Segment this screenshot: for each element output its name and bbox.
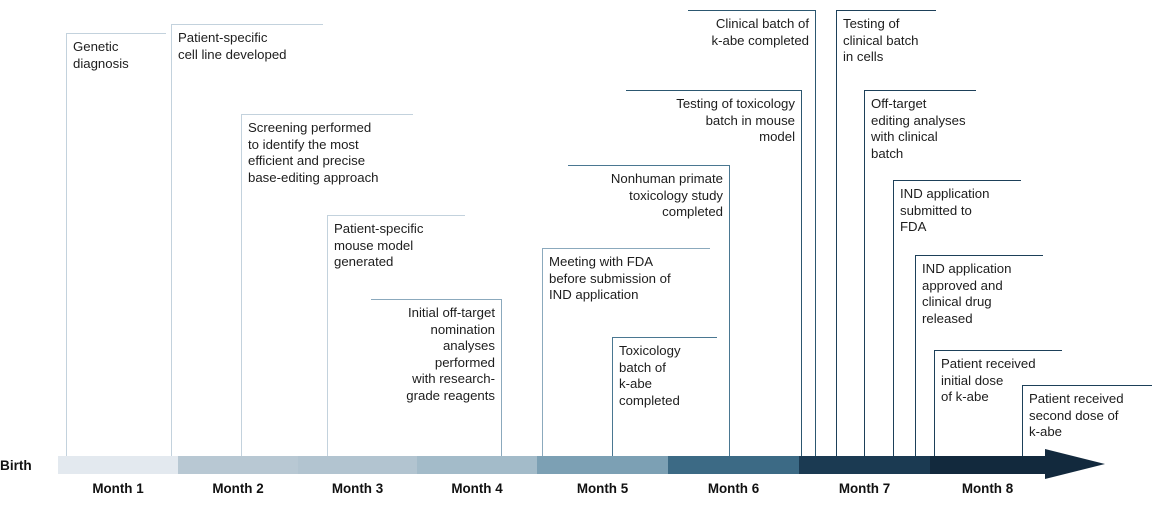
callout-rule (171, 24, 323, 25)
callout-initial-off-target-nomination: Initial off-target nomination analyses p… (371, 299, 502, 463)
callout-clinical-batch-completed: Clinical batch of k-abe completed (688, 10, 816, 463)
timeline-axis: Birth Month 1 Month 2 Month 3 Month 4 Month … (0, 449, 1160, 506)
callout-rule (688, 10, 816, 11)
callout-text: Testing of toxicology batch in mouse mod… (676, 96, 795, 145)
callout-patient-specific-cell-line: Patient-specific cell line developed (171, 24, 323, 463)
callout-testing-of-toxicology-batch: Testing of toxicology batch in mouse mod… (626, 90, 802, 463)
callout-stem (864, 90, 865, 463)
callout-genetic-diagnosis: Genetic diagnosis (66, 33, 166, 463)
callout-text: IND application submitted to FDA (900, 186, 990, 235)
birth-label: Birth (0, 457, 32, 473)
callout-stem (501, 299, 502, 463)
month-segment (178, 456, 298, 474)
callout-ind-application-submitted: IND application submitted to FDA (893, 180, 1021, 463)
callout-text: Patient received initial dose of k-abe (941, 356, 1036, 405)
callout-stem (1022, 385, 1023, 463)
callout-stem (241, 114, 242, 463)
callout-rule (66, 33, 166, 34)
callout-rule (568, 165, 730, 166)
callout-rule (893, 180, 1021, 181)
callout-rule (371, 299, 502, 300)
month-label-7: Month 7 (838, 481, 891, 496)
callout-text: IND application approved and clinical dr… (922, 261, 1012, 326)
callout-toxicology-batch-completed: Toxicology batch of k-abe completed (612, 337, 717, 463)
callout-stem (612, 337, 613, 463)
callout-text: Testing of clinical batch in cells (843, 16, 919, 65)
callout-rule (1022, 385, 1152, 386)
callout-stem (934, 350, 935, 463)
callout-stem (542, 248, 543, 463)
callout-text: Patient-specific cell line developed (178, 30, 287, 62)
callout-screening-performed: Screening performed to identify the most… (241, 114, 413, 463)
callout-rule (864, 90, 976, 91)
callout-text: Nonhuman primate toxicology study comple… (610, 171, 723, 220)
callout-off-target-editing-clinical-batch: Off-target editing analyses with clinica… (864, 90, 976, 463)
callout-stem (836, 10, 837, 463)
arrow-head-icon (1045, 449, 1105, 479)
callout-stem (801, 90, 802, 463)
callout-rule (612, 337, 717, 338)
callout-rule (542, 248, 710, 249)
callout-stem (171, 24, 172, 463)
callout-text: Toxicology batch of k-abe completed (619, 343, 681, 408)
month-label-6: Month 6 (707, 481, 760, 496)
month-label-5: Month 5 (576, 481, 629, 496)
month-segment (298, 456, 417, 474)
month-label-1: Month 1 (92, 481, 144, 496)
callout-stem (915, 255, 916, 463)
month-label-3: Month 3 (331, 481, 384, 496)
callout-rule (934, 350, 1062, 351)
callout-text: Off-target editing analyses with clinica… (871, 96, 966, 161)
month-segment (58, 456, 178, 474)
month-segment (668, 456, 799, 474)
callout-text: Patient received second dose of k-abe (1029, 391, 1124, 440)
callout-patient-received-initial-dose: Patient received initial dose of k-abe (934, 350, 1062, 463)
callout-text: Initial off-target nomination analyses p… (406, 305, 495, 403)
callout-rule (241, 114, 413, 115)
callout-rule (836, 10, 936, 11)
callout-testing-clinical-batch-in-cells: Testing of clinical batch in cells (836, 10, 936, 463)
month-segment (537, 456, 668, 474)
callout-text: Meeting with FDA before submission of IN… (549, 254, 671, 303)
callout-ind-application-approved: IND application approved and clinical dr… (915, 255, 1043, 463)
month-label-8: Month 8 (961, 481, 1014, 496)
callout-patient-specific-mouse-model: Patient-specific mouse model generated (327, 215, 465, 463)
callout-stem (815, 10, 816, 463)
callout-patient-received-second-dose: Patient received second dose of k-abe (1022, 385, 1152, 463)
callout-nonhuman-primate-toxicology: Nonhuman primate toxicology study comple… (568, 165, 730, 463)
month-label-2: Month 2 (212, 481, 264, 496)
callout-rule (915, 255, 1043, 256)
callout-text: Clinical batch of k-abe completed (711, 16, 810, 48)
month-segment (417, 456, 537, 474)
month-label-4: Month 4 (451, 481, 503, 496)
callout-stem (327, 215, 328, 463)
callout-text: Patient-specific mouse model generated (334, 221, 424, 270)
callout-stem (893, 180, 894, 463)
month-segment (930, 456, 1045, 474)
callout-rule (327, 215, 465, 216)
callout-text: Screening performed to identify the most… (248, 120, 379, 185)
callout-stem (729, 165, 730, 463)
callout-rule (626, 90, 802, 91)
month-segment (799, 456, 930, 474)
callout-meeting-with-fda: Meeting with FDA before submission of IN… (542, 248, 710, 463)
callout-stem (66, 33, 67, 463)
callout-text: Genetic diagnosis (73, 39, 129, 71)
